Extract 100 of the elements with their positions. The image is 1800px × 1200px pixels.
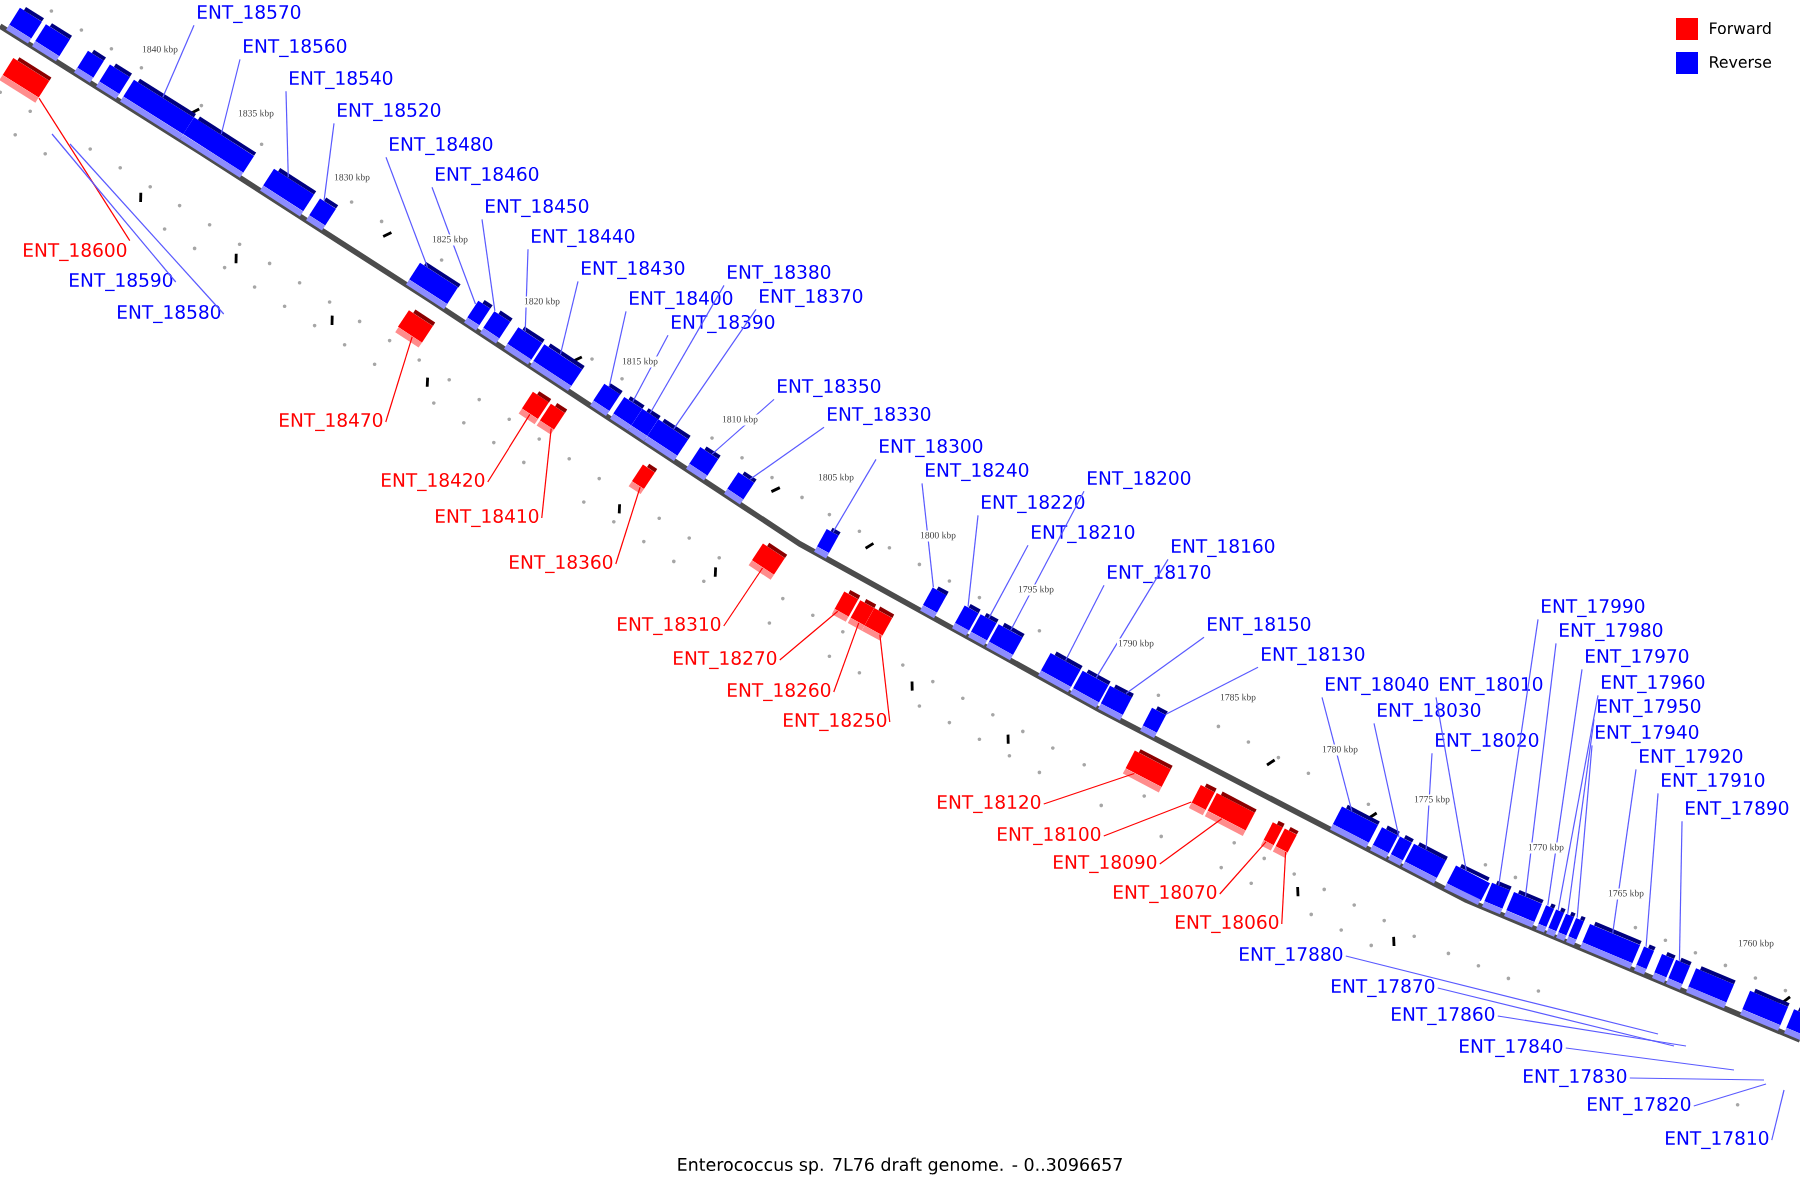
gene-label: ENT_17920 [1640, 748, 1743, 768]
gene-label: ENT_18160 [1172, 538, 1275, 558]
gene-box [180, 116, 257, 178]
gene-label: ENT_18030 [1378, 702, 1481, 722]
gene-label: ENT_17950 [1598, 698, 1701, 718]
leader-line [385, 336, 413, 423]
gene-label: ENT_18100 [998, 826, 1101, 846]
gene-label: ENT_18540 [290, 70, 393, 90]
leader-line [1567, 718, 1595, 915]
gene-label: ENT_18240 [926, 462, 1029, 482]
leader-line [524, 248, 529, 332]
gene-label: ENT_18010 [1440, 676, 1543, 696]
gene-label: ENT_17910 [1662, 772, 1765, 792]
leader-line [1576, 744, 1593, 919]
gene-label: ENT_18040 [1326, 676, 1429, 696]
leader-line [1065, 584, 1105, 662]
gene-label: ENT_18400 [630, 290, 733, 310]
gene-label: ENT_17980 [1560, 622, 1663, 642]
gene-label: ENT_18380 [728, 264, 831, 284]
gene-label: ENT_17880 [1240, 946, 1343, 966]
leader-line [1321, 696, 1353, 812]
gene-box [986, 622, 1025, 661]
leader-line [1612, 768, 1637, 934]
gene-box [1686, 966, 1736, 1009]
leader-line [1629, 1077, 1765, 1081]
leader-line [1345, 955, 1659, 1035]
gene-box [1330, 804, 1380, 848]
gene-label: ENT_18020 [1436, 732, 1539, 752]
gene-box [847, 599, 877, 631]
leader-line [431, 186, 477, 305]
gene-box [120, 78, 196, 140]
leader-line [1693, 1083, 1767, 1107]
gene-box [1370, 825, 1400, 859]
leader-line [967, 514, 979, 608]
gene-box [395, 309, 436, 348]
leader-line [608, 310, 627, 387]
gene-box [1580, 921, 1642, 969]
leader-line [1219, 841, 1267, 895]
gene-label: ENT_18480 [390, 136, 493, 156]
gene-label: ENT_17820 [1588, 1096, 1691, 1116]
gene-box [1402, 842, 1448, 884]
leader-line [220, 58, 241, 135]
gene-box [32, 23, 72, 62]
leader-line [385, 156, 428, 268]
gene-label: ENT_17970 [1586, 648, 1689, 668]
gene-box [1666, 957, 1692, 990]
gene-box [1556, 911, 1576, 941]
gene-box [814, 527, 841, 559]
gene-label: ENT_18580 [118, 304, 221, 324]
gene-box [590, 383, 623, 416]
gene-label: ENT_18090 [1054, 854, 1157, 874]
leader-line [1373, 722, 1400, 838]
gene-box [1634, 944, 1656, 975]
leader-line [632, 334, 669, 403]
gene-box [536, 403, 568, 435]
leader-line [1497, 1015, 1687, 1047]
gene-box [1536, 903, 1556, 933]
leader-line [1103, 801, 1192, 837]
gene-label: ENT_17890 [1686, 800, 1789, 820]
gene-label: ENT_18350 [778, 378, 881, 398]
leader-line [832, 458, 877, 533]
leader-line [1043, 772, 1135, 805]
gene-box [464, 300, 493, 331]
gene-box [504, 326, 545, 365]
gene-box [1140, 706, 1168, 738]
gene-label: ENT_18300 [880, 438, 983, 458]
gene-label: ENT_17960 [1602, 674, 1705, 694]
gene-label: ENT_18150 [1208, 616, 1311, 636]
gene-label: ENT_18430 [582, 260, 685, 280]
gene-box [724, 471, 757, 505]
gene-label: ENT_18210 [1032, 524, 1135, 544]
gene-label: ENT_18560 [244, 38, 347, 58]
gene-label: ENT_18460 [436, 166, 539, 186]
leader-line [879, 634, 891, 723]
gene-label: ENT_18220 [982, 494, 1085, 514]
leader-line [615, 486, 641, 565]
gene-label: ENT_18470 [280, 412, 383, 432]
gene-label: ENT_18060 [1176, 914, 1279, 934]
gene-label: ENT_17860 [1392, 1006, 1495, 1026]
gene-box [1566, 916, 1586, 946]
gene-box [96, 63, 132, 99]
gene-label: ENT_18420 [382, 472, 485, 492]
leader-line [1159, 818, 1223, 865]
gene-label: ENT_17810 [1666, 1130, 1769, 1150]
leader-line [988, 544, 1029, 619]
gene-box [610, 396, 645, 431]
leader-line [69, 143, 225, 315]
gene-label: ENT_17870 [1332, 978, 1435, 998]
gene-label: ENT_18260 [728, 682, 831, 702]
gene-label: ENT_18270 [674, 650, 777, 670]
gene-label: ENT_18330 [828, 406, 931, 426]
gene-box [1122, 749, 1173, 793]
gene-box [1070, 669, 1111, 708]
gene-box [861, 606, 895, 641]
gene-label: ENT_18200 [1088, 470, 1191, 490]
leader-line [541, 428, 552, 519]
leader-line [285, 90, 289, 178]
gene-label: ENT_17990 [1542, 598, 1645, 618]
leader-line [1437, 987, 1675, 1047]
gene-box [1546, 907, 1566, 937]
